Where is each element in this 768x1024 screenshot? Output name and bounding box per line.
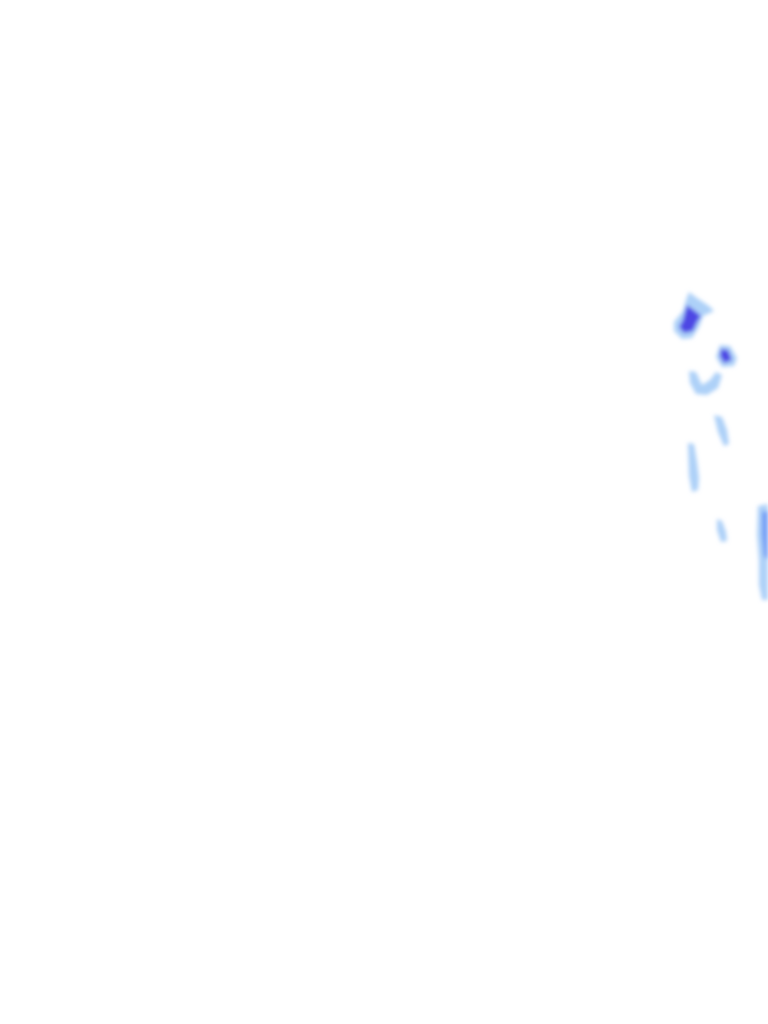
radar-cell xyxy=(688,443,699,492)
radar-cell xyxy=(717,519,727,542)
radar-cell-core xyxy=(679,305,701,333)
radar-cell xyxy=(714,415,729,446)
radar-cell xyxy=(689,371,722,395)
radar-cell-core xyxy=(720,349,732,363)
radar-cell-core xyxy=(762,511,768,560)
